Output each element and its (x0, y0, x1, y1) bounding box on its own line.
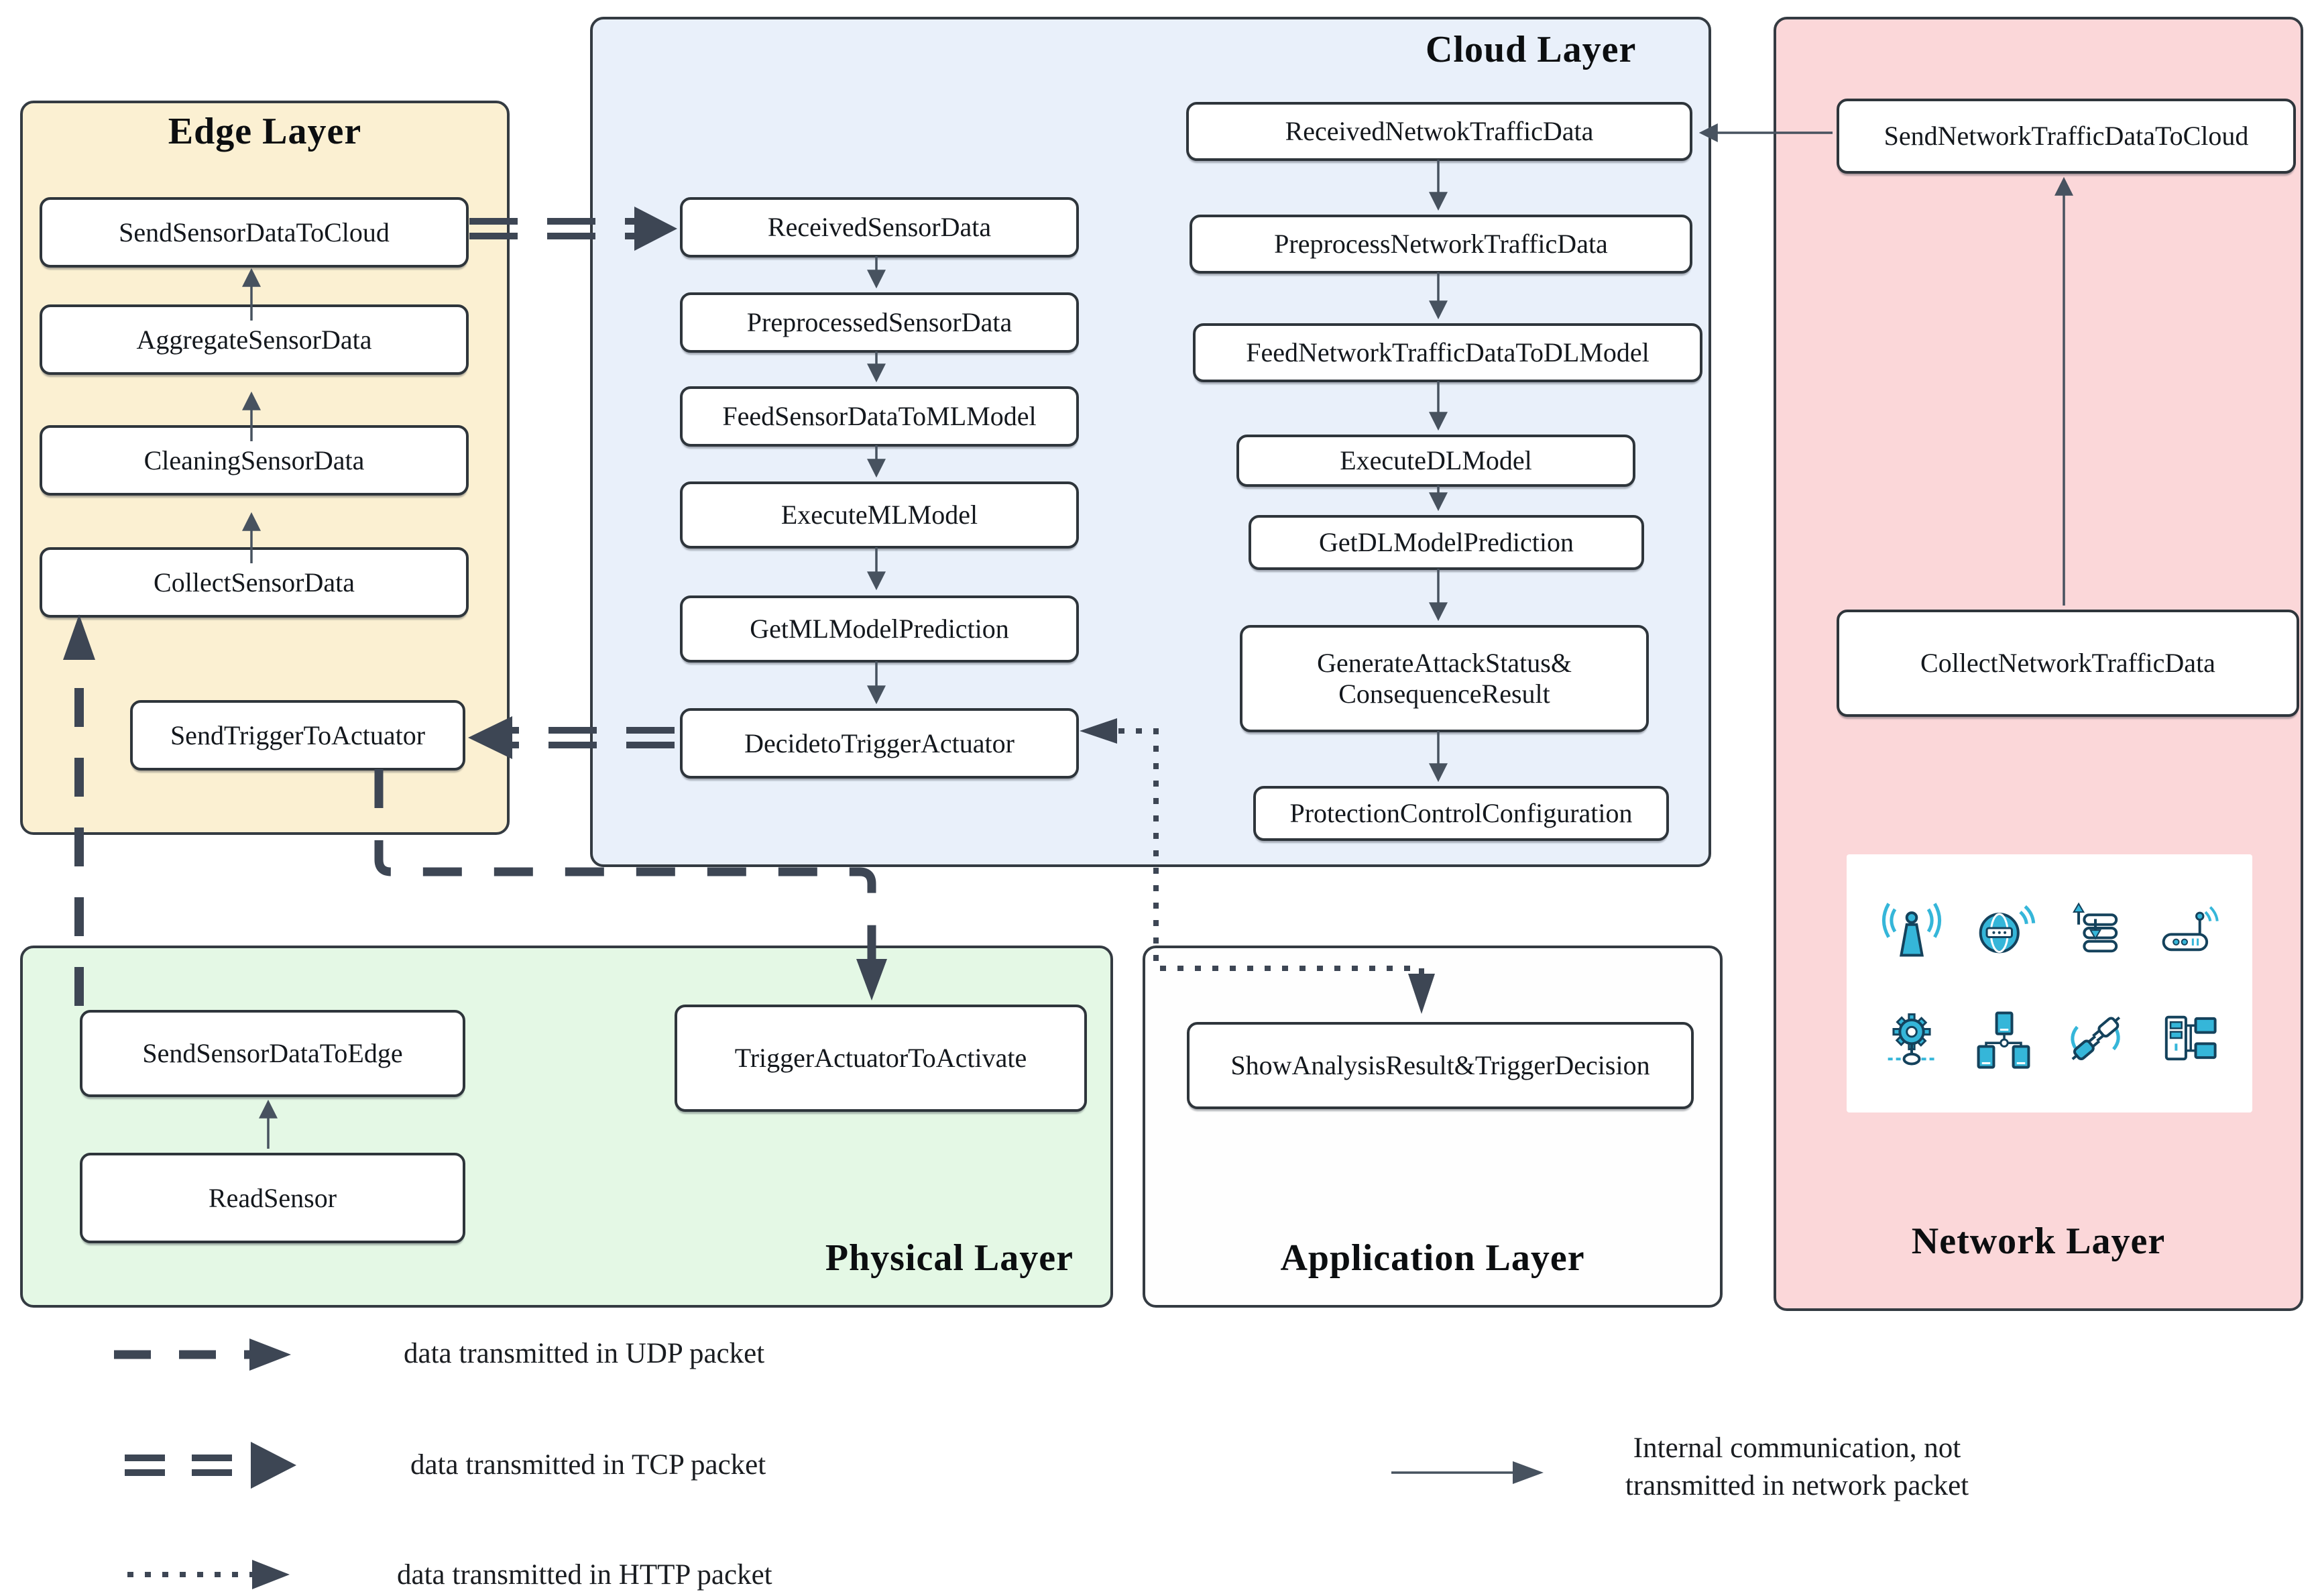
node-feed-network-traffic-data-to-dl-model: FeedNetworkTrafficDataToDLModel (1193, 323, 1702, 382)
node-collect-network-traffic-data: CollectNetworkTrafficData (1837, 610, 2299, 717)
node-get-ml-model-prediction: GetMLModelPrediction (680, 595, 1079, 663)
node-send-sensor-data-to-cloud: SendSensorDataToCloud (40, 197, 469, 268)
cloud-layer-title: Cloud Layer (1426, 29, 1637, 70)
wifi-router-icon (2152, 894, 2222, 964)
plug-connection-icon (2061, 1003, 2130, 1073)
physical-layer: SendSensorDataToEdge ReadSensor TriggerA… (20, 946, 1113, 1308)
node-preprocessed-sensor-data: PreprocessedSensorData (680, 292, 1079, 353)
node-generate-attack-status-consequence-result: GenerateAttackStatus&ConsequenceResult (1240, 625, 1649, 732)
node-aggregate-sensor-data: AggregateSensorData (40, 304, 469, 375)
legend-udp-symbol (114, 1338, 291, 1371)
database-sync-icon (2061, 894, 2130, 964)
edge-layer-title: Edge Layer (168, 111, 362, 152)
node-cleaning-sensor-data: CleaningSensorData (40, 425, 469, 496)
network-layer-title: Network Layer (1911, 1220, 2166, 1262)
legend-http-label: data transmitted in HTTP packet (397, 1559, 772, 1591)
cloud-layer: Cloud Layer ReceivedSensorData Preproces… (590, 17, 1711, 867)
legend-internal-label: Internal communication, not transmitted … (1603, 1430, 1991, 1505)
node-show-analysis-result-trigger-decision: ShowAnalysisResult&TriggerDecision (1187, 1022, 1694, 1109)
network-devices-panel (1847, 854, 2252, 1113)
node-send-sensor-data-to-edge: SendSensorDataToEdge (80, 1010, 465, 1097)
node-label-line: GenerateAttackStatus& (1317, 648, 1572, 678)
node-feed-sensor-data-to-ml-model: FeedSensorDataToMLModel (680, 386, 1079, 447)
gear-network-icon (1877, 1003, 1947, 1073)
node-get-dl-model-prediction: GetDLModelPrediction (1249, 515, 1644, 570)
node-execute-dl-model: ExecuteDLModel (1236, 435, 1635, 487)
node-execute-ml-model: ExecuteMLModel (680, 481, 1079, 549)
node-label-line: ConsequenceResult (1338, 679, 1550, 709)
legend-http-symbol (127, 1560, 290, 1589)
node-collect-sensor-data: CollectSensorData (40, 547, 469, 618)
application-layer-title: Application Layer (1280, 1237, 1585, 1279)
node-decide-to-trigger-actuator: DecidetoTriggerActuator (680, 708, 1079, 779)
computer-network-icon (1969, 1003, 2038, 1073)
node-protection-control-configuration: ProtectionControlConfiguration (1253, 786, 1669, 841)
legend-udp-label: data transmitted in UDP packet (404, 1338, 765, 1369)
legend-internal-line1: Internal communication, not (1633, 1432, 1961, 1464)
node-preprocess-network-traffic-data: PreprocessNetworkTrafficData (1190, 215, 1692, 274)
node-received-sensor-data: ReceivedSensorData (680, 197, 1079, 258)
node-received-netwok-traffic-data: ReceivedNetwokTrafficData (1186, 102, 1692, 161)
legend-internal-symbol (1391, 1461, 1544, 1484)
node-read-sensor: ReadSensor (80, 1153, 465, 1243)
edge-layer: Edge Layer SendSensorDataToCloud Aggrega… (20, 101, 510, 835)
node-send-trigger-to-actuator: SendTriggerToActuator (130, 700, 465, 771)
server-workstations-icon (2152, 1003, 2222, 1073)
node-send-network-traffic-data-to-cloud: SendNetworkTrafficDataToCloud (1837, 99, 2296, 174)
www-globe-icon (1969, 894, 2038, 964)
application-layer: ShowAnalysisResult&TriggerDecision Appli… (1143, 946, 1723, 1308)
physical-layer-title: Physical Layer (825, 1237, 1074, 1279)
legend-tcp-symbol (125, 1442, 296, 1489)
node-trigger-actuator-to-activate: TriggerActuatorToActivate (675, 1005, 1087, 1112)
wireless-antenna-icon (1877, 894, 1947, 964)
legend-internal-line2: transmitted in network packet (1625, 1469, 1969, 1501)
network-layer: SendNetworkTrafficDataToCloud CollectNet… (1774, 17, 2303, 1311)
legend-tcp-label: data transmitted in TCP packet (410, 1449, 766, 1481)
